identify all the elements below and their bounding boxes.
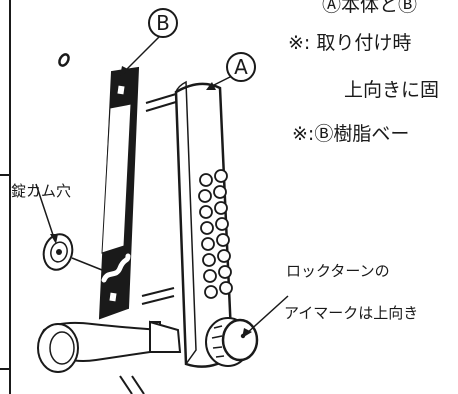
note-line-2: ※: 取り付け時 — [288, 32, 412, 54]
key-button — [213, 185, 227, 199]
base-plate-slot — [101, 253, 131, 283]
note-line-3: 上向きに固 — [344, 79, 440, 101]
upper-spindle — [145, 93, 177, 104]
key-button — [214, 169, 228, 183]
leader-arrow-a — [206, 82, 216, 90]
left-inner-box-top — [0, 174, 9, 176]
leader-line-b — [123, 35, 161, 73]
key-button — [203, 269, 217, 283]
note-line-4: ※:Ⓑ樹脂ベー — [292, 123, 410, 145]
lower-spindle — [141, 287, 175, 297]
leader-line-eye — [245, 295, 289, 335]
lever-bar — [119, 375, 133, 394]
lever-rosette — [37, 323, 79, 373]
leader-arrow-b — [120, 66, 130, 76]
left-inner-box-bottom — [0, 368, 9, 370]
base-plate-window — [101, 103, 132, 254]
lever-rosette-inner — [49, 331, 75, 365]
note-line-1: Ⓐ本体とⒷ — [322, 0, 418, 16]
keypad-buttons — [198, 169, 233, 299]
lever-bar-2 — [131, 375, 145, 394]
callout-b: B — [148, 8, 178, 38]
key-button — [217, 249, 231, 263]
key-button — [201, 237, 215, 251]
key-button — [204, 285, 218, 299]
key-button — [215, 217, 229, 231]
key-button — [198, 189, 212, 203]
key-button — [202, 253, 216, 267]
keypad-body-edge — [175, 80, 197, 365]
cam-guide-line — [71, 257, 103, 271]
base-plate-hole-top — [117, 85, 125, 95]
cam-disc-inner — [50, 241, 68, 263]
label-cam-hole: 錠カム穴 — [11, 182, 72, 200]
key-button — [200, 221, 214, 235]
label-eye-mark: アイマークは上向き — [284, 304, 419, 322]
leader-arrow-cam — [50, 234, 58, 244]
key-button — [199, 173, 213, 187]
leader-arrow-eye — [242, 328, 252, 338]
key-button — [219, 281, 233, 295]
leader-line-cam — [35, 183, 55, 239]
base-plate-hole-bottom — [109, 292, 117, 302]
key-button — [199, 205, 213, 219]
callout-a: A — [226, 52, 256, 82]
label-lock-turn: ロックターンの — [286, 262, 390, 280]
key-button — [218, 265, 232, 279]
cam-hole — [56, 249, 62, 255]
lever-neck — [149, 320, 182, 353]
upper-spindle-2 — [145, 101, 177, 112]
lower-spindle-2 — [141, 295, 175, 305]
left-border-line — [9, 0, 11, 394]
screw-icon — [58, 53, 70, 67]
turn-knob-ridges — [211, 325, 225, 358]
turn-knob — [221, 318, 259, 362]
key-button — [214, 201, 228, 215]
key-button — [216, 233, 230, 247]
